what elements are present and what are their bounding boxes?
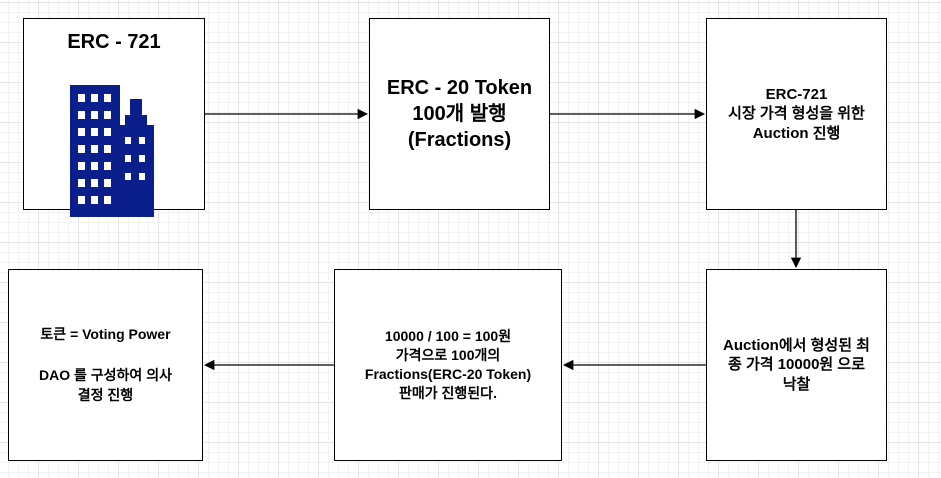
erc721-title: ERC - 721 (67, 31, 161, 53)
erc20-issue-node: ERC - 20 Token 100개 발행 (Fractions) (369, 18, 550, 210)
auction-node: ERC-721 시장 가격 형성을 위한 Auction 진행 (706, 18, 887, 210)
erc721-node: ERC - 721 (23, 18, 205, 217)
fraction-sale-text: 10000 / 100 = 100원 가격으로 100개의 Fractions(… (364, 328, 532, 401)
building-icon (70, 85, 154, 217)
auction-result-node: Auction에서 형성된 최 종 가격 10000원 으로 낙찰 (706, 269, 887, 461)
dao-node: 토큰 = Voting Power DAO 를 구성하여 의사 결정 진행 (8, 269, 203, 461)
auction-text: ERC-721 시장 가격 형성을 위한 Auction 진행 (728, 85, 865, 142)
fraction-sale-node: 10000 / 100 = 100원 가격으로 100개의 Fractions(… (334, 269, 562, 461)
auction-result-text: Auction에서 형성된 최 종 가격 10000원 으로 낙찰 (723, 336, 870, 393)
dao-text: 토큰 = Voting Power DAO 를 구성하여 의사 결정 진행 (39, 326, 172, 404)
erc20-issue-text: ERC - 20 Token 100개 발행 (Fractions) (386, 77, 533, 151)
